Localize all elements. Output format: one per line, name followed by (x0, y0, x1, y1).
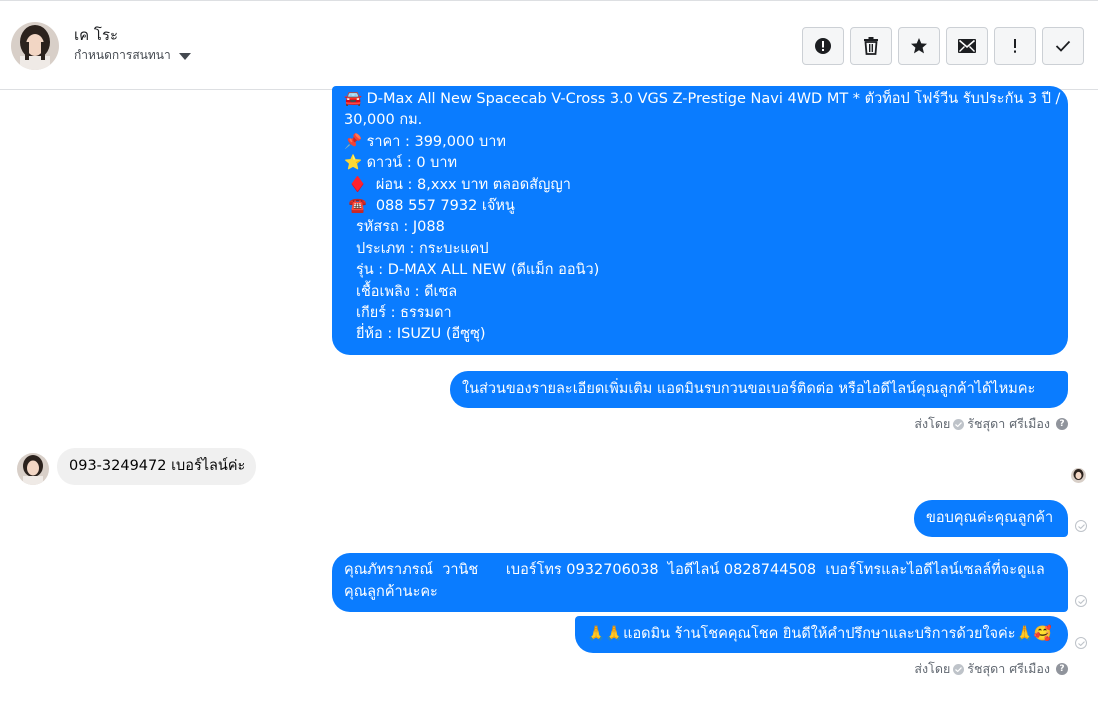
sent-by-label: ส่งโดย (914, 661, 951, 676)
message-thread: 🚘 D-Max All New Spacecab V-Cross 3.0 VGS… (0, 86, 1098, 709)
listing-title: D-Max All New Spacecab V-Cross 3.0 VGS Z… (366, 91, 1061, 107)
ask-contact-text: ในส่วนของรายละเอียดเพิ่มเติม แอดมินรบกวน… (462, 381, 1036, 397)
listing-price-row: 📌 ราคา : 399,000 บาท (344, 132, 1056, 153)
mark-unread-button[interactable] (946, 27, 988, 65)
listing-type: ประเภท : กระบะแคป (356, 240, 489, 257)
listing-phone: 088 557 7932 เจ๊หนู (375, 198, 515, 215)
listing-title-row: 🚘 D-Max All New Spacecab V-Cross 3.0 VGS… (344, 86, 1060, 110)
delivered-check-icon (1075, 637, 1087, 649)
contact-avatar[interactable] (11, 22, 59, 70)
seen-avatar (1071, 468, 1086, 483)
conversation-settings-dropdown[interactable]: กำหนดการสนทนา (74, 46, 191, 65)
listing-title-continued: 30,000 กม. (344, 112, 423, 129)
delete-button[interactable] (850, 27, 892, 65)
help-icon[interactable]: ? (1056, 418, 1068, 430)
listing-model: รุ่น : D-MAX ALL NEW (ดีแม็ก ออนิว) (356, 262, 600, 279)
report-button[interactable] (802, 27, 844, 65)
customer-reply-text: 093-3249472 เบอร์ไลน์ค่ะ (69, 458, 246, 474)
sent-by-info: ส่งโดย รัชสุดา ศรีเมือง ? (914, 659, 1068, 679)
listing-fuel: เชื้อเพลิง : ดีเซล (356, 283, 458, 300)
important-button[interactable] (994, 27, 1036, 65)
pushpin-icon: 📌 (344, 133, 363, 150)
thank-you-text: ขอบคุณค่ะคุณลูกค้า (926, 510, 1054, 526)
listing-down: ดาวน์ : 0 บาท (366, 155, 458, 172)
sales-contact-line1: คุณภัทราภรณ์ วานิช เบอร์โทร 0932706038 ไ… (344, 562, 1045, 578)
star-emoji-icon: ⭐ (344, 155, 363, 172)
message-bubble-thank-you[interactable]: ขอบคุณค่ะคุณลูกค้า (914, 500, 1068, 537)
listing-installment-row: ♦️ ผ่อน : 8,xxx บาท ตลอดสัญญา (344, 175, 1056, 196)
telephone-icon: ☎️ (348, 198, 367, 215)
sent-by-name[interactable]: รัชสุดา ศรีเมือง (967, 661, 1050, 676)
delivered-check-icon (1075, 595, 1087, 607)
closing-text: แอดมิน ร้านโชคคุณโชค ยินดีให้คำปรึกษาและ… (623, 626, 1016, 642)
sent-by-name[interactable]: รัชสุดา ศรีเมือง (967, 416, 1050, 431)
diamond-icon: ♦️ (348, 176, 367, 193)
listing-gear: เกียร์ : ธรรมดา (356, 305, 452, 322)
contact-name[interactable]: เค โระ (74, 26, 119, 44)
caret-down-icon (178, 52, 191, 60)
mark-done-button[interactable] (1042, 27, 1084, 65)
message-bubble-car-listing[interactable]: 🚘 D-Max All New Spacecab V-Cross 3.0 VGS… (332, 86, 1068, 355)
exclamation-icon (1014, 39, 1016, 53)
smiling-hearts-icon: 🥰 (1033, 626, 1052, 642)
message-bubble-customer-reply[interactable]: 093-3249472 เบอร์ไลน์ค่ะ (57, 448, 256, 485)
envelope-icon (958, 39, 976, 53)
conversation-settings-label: กำหนดการสนทนา (74, 48, 171, 62)
trash-icon (864, 37, 878, 55)
message-bubble-ask-contact[interactable]: ในส่วนของรายละเอียดเพิ่มเติม แอดมินรบกวน… (450, 371, 1068, 408)
action-toolbar (802, 27, 1084, 65)
listing-installment: ผ่อน : 8,xxx บาท ตลอดสัญญา (375, 176, 571, 193)
listing-brand: ยี่ห้อ : ISUZU (อีซูซุ) (356, 326, 486, 343)
star-button[interactable] (898, 27, 940, 65)
listing-phone-row: ☎️ 088 557 7932 เจ๊หนู (344, 196, 1056, 217)
pray-icon: 🙏🙏 (587, 626, 624, 642)
customer-avatar[interactable] (17, 453, 49, 485)
pray-icon: 🙏 (1015, 626, 1034, 642)
car-icon: 🚘 (344, 91, 363, 107)
check-icon (1055, 40, 1071, 52)
message-bubble-sales-contact[interactable]: คุณภัทราภรณ์ วานิช เบอร์โทร 0932706038 ไ… (332, 553, 1068, 612)
sales-contact-line2: คุณลูกค้านะคะ (344, 583, 438, 600)
listing-down-row: ⭐ ดาวน์ : 0 บาท (344, 153, 1056, 174)
sent-by-info: ส่งโดย รัชสุดา ศรีเมือง ? (914, 414, 1068, 434)
listing-price: ราคา : 399,000 บาท (366, 133, 506, 150)
listing-code: รหัสรถ : J088 (356, 219, 445, 236)
delivered-check-icon (1075, 520, 1087, 532)
sent-by-label: ส่งโดย (914, 416, 951, 431)
star-icon (911, 38, 927, 54)
help-icon[interactable]: ? (1056, 663, 1068, 675)
verified-icon (953, 418, 965, 430)
conversation-header: เค โระ กำหนดการสนทนา (0, 0, 1098, 90)
alert-circle-icon (815, 38, 831, 54)
verified-icon (953, 663, 965, 675)
message-bubble-closing[interactable]: 🙏🙏แอดมิน ร้านโชคคุณโชค ยินดีให้คำปรึกษาแ… (575, 616, 1068, 653)
